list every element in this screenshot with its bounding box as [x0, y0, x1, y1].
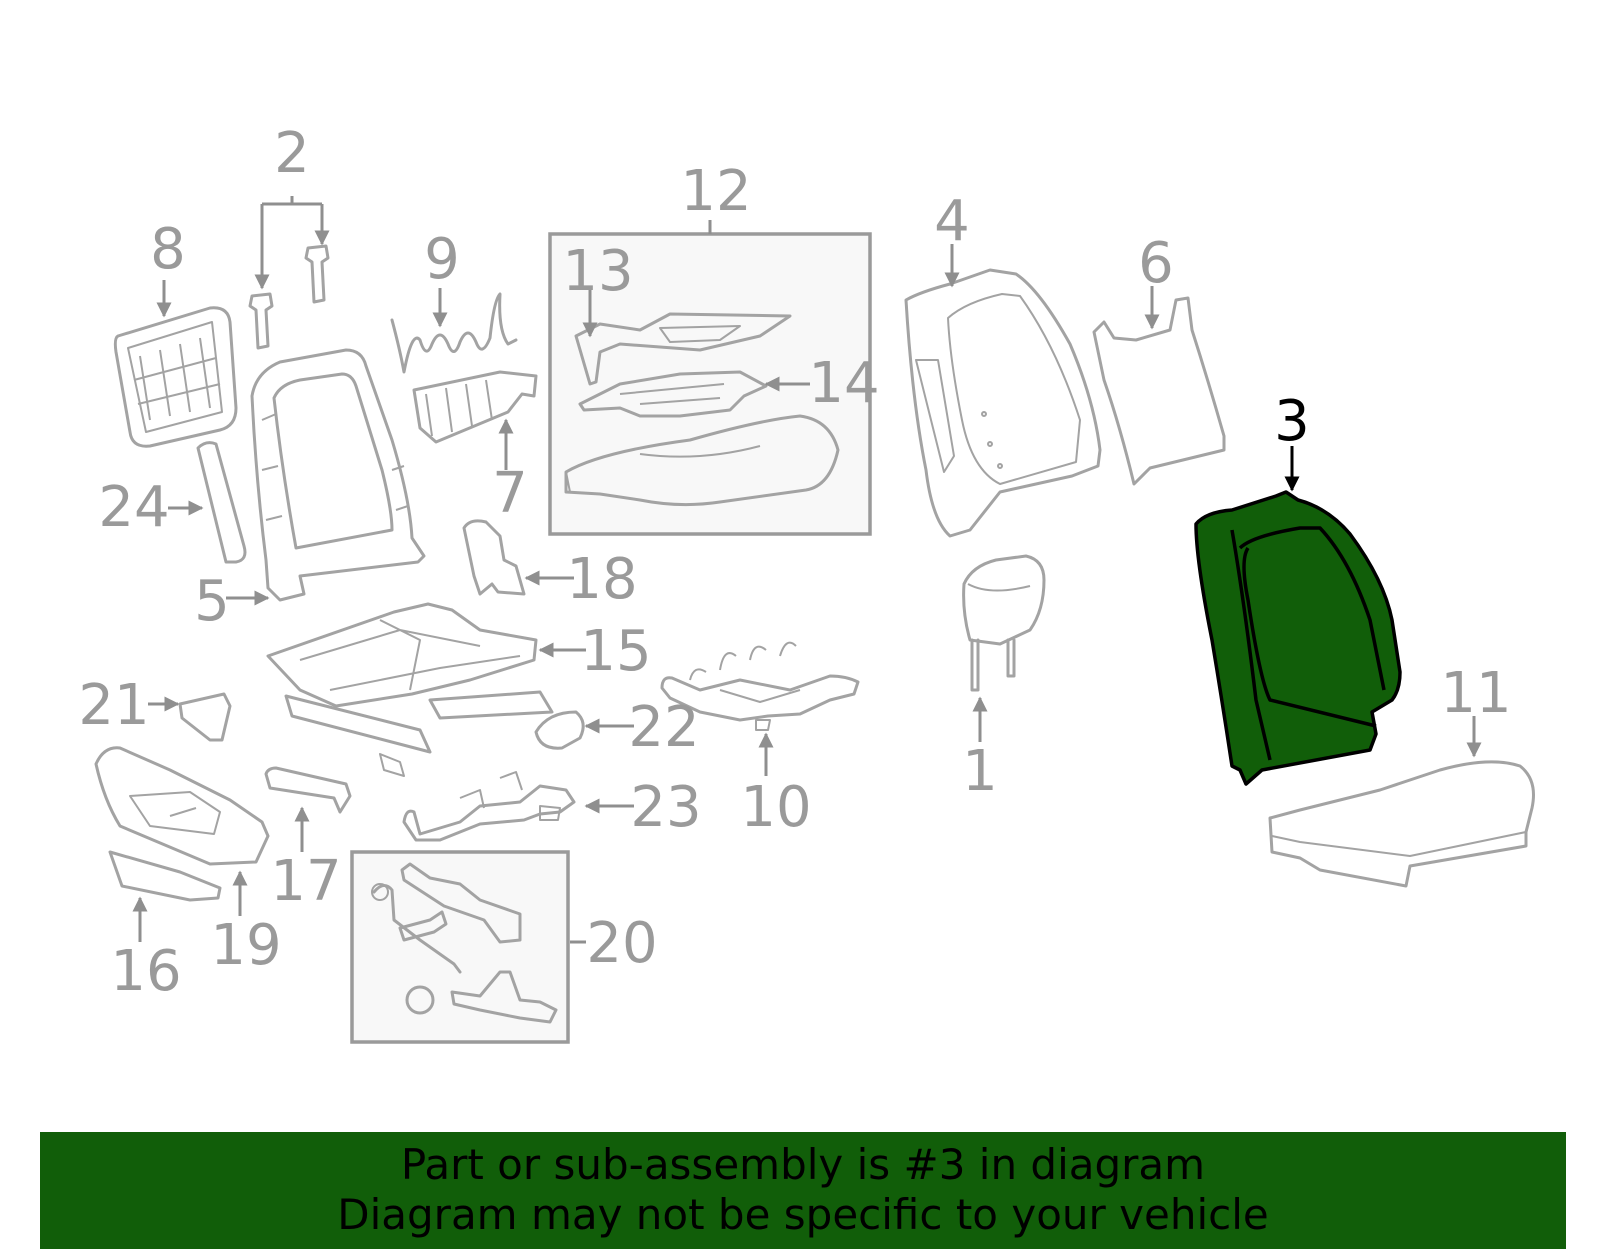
part-15-frame — [266, 602, 554, 777]
callout-19: 19 — [210, 913, 281, 978]
callout-6: 6 — [1138, 231, 1174, 296]
callout-labels: 2 8 9 12 13 14 7 24 5 18 15 21 22 23 10 … — [78, 121, 1511, 1004]
part-14-heater-mat — [578, 370, 768, 418]
part-6-panel — [1092, 296, 1226, 486]
callout-15: 15 — [580, 619, 651, 684]
part-3-seatback-pad — [1194, 490, 1402, 786]
leader-lines — [132, 196, 1482, 944]
callout-4: 4 — [934, 189, 970, 254]
callout-1: 1 — [962, 739, 998, 804]
callout-5: 5 — [194, 569, 230, 634]
part-12-cushion — [564, 414, 840, 507]
callout-2: 2 — [274, 121, 310, 186]
callout-9: 9 — [424, 227, 460, 292]
part-20-hardware — [371, 862, 558, 1024]
group-box-20 — [350, 850, 570, 1044]
callout-7: 7 — [492, 461, 528, 526]
part-9-spring — [390, 292, 518, 374]
callout-3: 3 — [1274, 389, 1310, 454]
part-18-bracket — [462, 519, 526, 596]
part-7-lumbar — [412, 370, 538, 444]
callout-20: 20 — [586, 911, 657, 976]
callout-23: 23 — [630, 775, 701, 840]
part-22-knob — [534, 710, 585, 750]
callout-21: 21 — [78, 673, 149, 738]
seat-parts-diagram: 2 8 9 12 13 14 7 24 5 18 15 21 22 23 10 … — [78, 121, 1535, 1044]
part-8-grille — [113, 306, 238, 448]
part-4-back-panel — [904, 268, 1102, 538]
callout-14: 14 — [808, 351, 879, 416]
part-13-bracket — [574, 312, 792, 386]
callout-22: 22 — [628, 695, 699, 760]
part-5-backframe — [250, 348, 426, 602]
callout-12: 12 — [680, 159, 751, 224]
info-banner: Part or sub-assembly is #3 in diagram Di… — [40, 1132, 1566, 1249]
callout-8: 8 — [150, 217, 186, 282]
part-19-shield — [94, 746, 270, 866]
callout-18: 18 — [566, 547, 637, 612]
callout-10: 10 — [740, 775, 811, 840]
part-24-trim — [196, 441, 247, 564]
part-10-wiremat — [660, 641, 860, 731]
part-21-cover — [178, 692, 232, 742]
callout-24: 24 — [98, 475, 169, 540]
part-1-headrest — [962, 554, 1046, 692]
part-23-harness — [402, 771, 576, 842]
callout-17: 17 — [270, 849, 341, 914]
callout-13: 13 — [562, 239, 633, 304]
callout-11: 11 — [1440, 661, 1511, 726]
banner-line-1: Part or sub-assembly is #3 in diagram — [400, 1140, 1206, 1189]
banner-line-2: Diagram may not be specific to your vehi… — [337, 1190, 1269, 1239]
part-2-bolts — [248, 244, 330, 350]
callout-16: 16 — [110, 939, 181, 1004]
part-16-panel — [108, 850, 222, 902]
group-box-12 — [548, 232, 872, 536]
part-17-strip — [264, 766, 352, 814]
part-11-cushion-pad — [1268, 760, 1535, 888]
